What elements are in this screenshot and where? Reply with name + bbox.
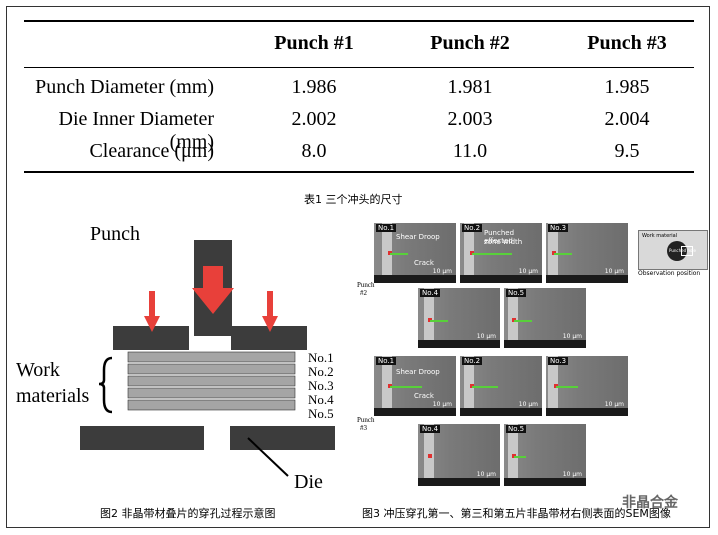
sem-tile: No.5 10 μm [504, 288, 586, 348]
header-punch-2: Punch #2 [430, 32, 510, 54]
crack-label: Crack [414, 259, 434, 267]
force-arrow-right-head [262, 316, 278, 332]
punch3-label-number: #3 [360, 424, 367, 432]
materials-label: materials [16, 385, 90, 407]
punching-process-diagram: Punch No.1 No.2 No.3 No.4 No.5 Work mate… [16, 223, 335, 493]
die-left [80, 426, 204, 450]
table-cell: 8.0 [301, 140, 327, 162]
layer-no4 [127, 387, 296, 399]
layer-label: No.2 [308, 364, 334, 379]
layer-no2 [127, 363, 296, 375]
punched-zone-label: Punched effected [484, 229, 515, 245]
die-pointer [247, 437, 289, 477]
work-label: Work [16, 359, 60, 381]
sem-tile: No.1 Shear Droop Crack 10 μm [374, 356, 456, 416]
layer-no5 [127, 399, 296, 411]
layer-label: No.4 [308, 392, 334, 407]
layer-label: No.3 [308, 378, 334, 393]
observation-label: Observation position [638, 270, 701, 277]
figure-frame [6, 6, 710, 528]
punch-label: Punch [90, 223, 140, 245]
layer-label: No.5 [308, 406, 334, 421]
table-header-rule [24, 67, 694, 68]
sem-tile: No.3 10 μm [546, 356, 628, 416]
table-cell: 11.0 [452, 140, 488, 162]
shear-droop-label: Shear Droop [396, 233, 440, 241]
punch2-label: Punch [357, 281, 375, 289]
sem-images-panel: Punch #2 Punch #3 No.1 Shear Droop Crack… [352, 218, 712, 500]
crack-label: Crack [414, 392, 434, 400]
punch2-label-number: #2 [360, 289, 367, 297]
table-cell: 1.981 [447, 76, 493, 98]
table-bottom-rule [24, 171, 694, 173]
header-punch-1: Punch #1 [274, 32, 354, 54]
force-arrow-left-icon [149, 291, 155, 319]
sem-tile: No.3 10 μm [546, 223, 628, 283]
row-label-punch-diameter: Punch Diameter (mm) [35, 76, 214, 98]
table-cell: 1.986 [291, 76, 337, 98]
sem-tile: No.4 10 μm [418, 424, 500, 486]
shear-droop-label: Shear Droop [396, 368, 440, 376]
die-label: Die [294, 471, 323, 493]
table-cell: 2.004 [604, 108, 650, 130]
observation-position-inset: Work material Punched hole [638, 230, 708, 270]
diagram-caption: 图2 非晶带材叠片的穿孔过程示意图 [100, 507, 276, 520]
sem-tile: No.1 Shear Droop Crack 10 μm [374, 223, 456, 283]
layer-no1 [127, 351, 296, 363]
sem-tile: No.2 10 μm [460, 356, 542, 416]
header-punch-3: Punch #3 [587, 32, 667, 54]
table-cell: 9.5 [614, 140, 640, 162]
table-cell: 2.002 [291, 108, 337, 130]
sem-caption: 图3 冲压穿孔第一、第三和第五片非晶带材右侧表面的SEM图像 [362, 507, 671, 520]
sem-tile: No.4 10 μm [418, 288, 500, 348]
force-arrow-left-head [144, 316, 160, 332]
layer-label: No.1 [308, 350, 334, 365]
table-caption: 表1 三个冲头的尺寸 [304, 193, 403, 206]
die-right [230, 426, 335, 450]
table-cell: 1.985 [604, 76, 650, 98]
table-cell: 2.003 [447, 108, 493, 130]
table-top-rule [24, 20, 694, 22]
work-materials-brace [98, 356, 113, 414]
punched-zone-label-2: zone width [484, 238, 523, 246]
punch-dimensions-table: Punch #1 Punch #2 Punch #3 Punch Diamete… [24, 20, 694, 173]
watermark: 非晶合金 [622, 495, 678, 511]
layer-no3 [127, 375, 296, 387]
row-label-die-inner-diameter: Die Inner Diameter (mm) [58, 108, 214, 153]
sem-tile: No.5 10 μm [504, 424, 586, 486]
sem-tile: No.2 Punched effected zone width 10 μm [460, 223, 542, 283]
punch-arrow-icon [192, 266, 234, 314]
force-arrow-right-icon [267, 291, 273, 319]
punch3-label: Punch [357, 416, 375, 424]
row-label-clearance: Clearance (μm) [89, 140, 214, 162]
